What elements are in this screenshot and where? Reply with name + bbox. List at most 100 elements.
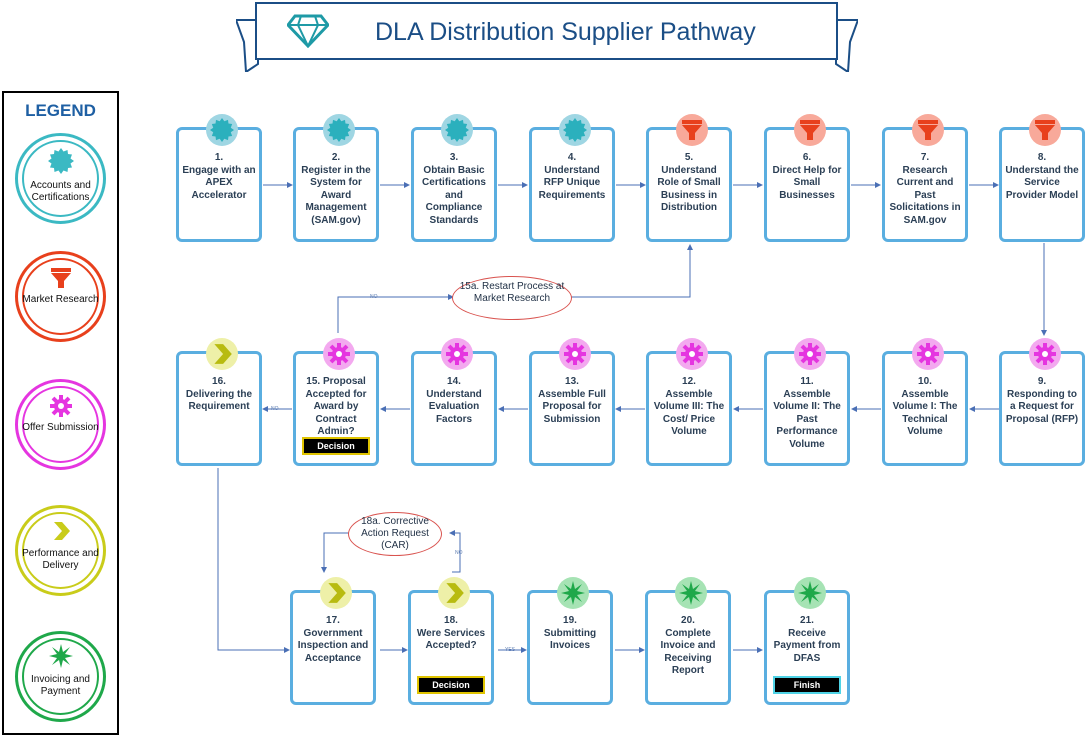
legend-panel: LEGEND Accounts and Certifications Marke… bbox=[2, 91, 119, 735]
step-4[interactable]: 4. Understand RFP Unique Requirements bbox=[529, 114, 615, 242]
connector-18-no-18a bbox=[449, 530, 461, 573]
legend-label: Invoicing and Payment bbox=[31, 674, 90, 697]
step-3[interactable]: 3. Obtain Basic Certifications and Compl… bbox=[411, 114, 497, 242]
chevron-right-icon bbox=[438, 577, 470, 609]
step-18[interactable]: 18. Were Services Accepted? Decision bbox=[408, 577, 494, 705]
legend-item-invoicing: Invoicing and Payment bbox=[15, 631, 106, 722]
legend-label: Performance and Delivery bbox=[22, 548, 99, 571]
step-label: 9. Responding to a Request for Proposal … bbox=[1005, 376, 1079, 425]
note-15a[interactable]: 15a. Restart Process at Market Research bbox=[452, 276, 572, 320]
step-7[interactable]: 7. Research Current and Past Solicitatio… bbox=[882, 114, 968, 242]
step-label: 18. Were Services Accepted? bbox=[416, 615, 486, 651]
connector-16-17 bbox=[217, 468, 290, 653]
note-18a-text: 18a. Corrective Action Request (CAR) bbox=[361, 516, 429, 551]
step-label: 6. Direct Help for Small Businesses bbox=[772, 152, 842, 201]
connector-18a-17 bbox=[321, 532, 356, 573]
note-15a-text: 15a. Restart Process at Market Research bbox=[459, 281, 565, 304]
funnel-icon bbox=[50, 268, 71, 288]
step-label: 1. Engage with an APEX Accelerator bbox=[182, 152, 256, 201]
connector-label-no: NO bbox=[455, 550, 463, 556]
funnel-icon bbox=[1029, 114, 1061, 146]
step-label: 10. Assemble Volume I: The Technical Vol… bbox=[892, 376, 958, 437]
step-15[interactable]: 15. Proposal Accepted for Award by Contr… bbox=[293, 338, 379, 466]
step-label: 17. Government Inspection and Acceptance bbox=[297, 615, 369, 664]
step-8[interactable]: 8. Understand the Service Provider Model bbox=[999, 114, 1085, 242]
legend-item-accounts: Accounts and Certifications bbox=[15, 133, 106, 224]
banner-ribbon bbox=[236, 19, 858, 72]
step-13[interactable]: 13. Assemble Full Proposal for Submissio… bbox=[529, 338, 615, 466]
star-burst-icon bbox=[675, 577, 707, 609]
step-label: 16. Delivering the Requirement bbox=[185, 376, 253, 412]
step-label: 14. Understand Evaluation Factors bbox=[426, 376, 482, 425]
legend-item-market: Market Research bbox=[15, 251, 106, 342]
step-label: 21. Receive Payment from DFAS bbox=[773, 615, 841, 664]
legend-item-offer: Offer Submission bbox=[15, 379, 106, 470]
connector-15a-5 bbox=[570, 244, 693, 298]
note-18a[interactable]: 18a. Corrective Action Request (CAR) bbox=[348, 512, 442, 556]
step-19[interactable]: 19. Submitting Invoices bbox=[527, 577, 613, 705]
step-5[interactable]: 5. Understand Role of Small Business in … bbox=[646, 114, 732, 242]
funnel-icon bbox=[794, 114, 826, 146]
diamond-icon bbox=[287, 14, 329, 48]
legend-item-performance: Performance and Delivery bbox=[15, 505, 106, 596]
gear-icon bbox=[1029, 338, 1061, 370]
step-label: 15. Proposal Accepted for Award by Contr… bbox=[305, 376, 367, 437]
step-label: 8. Understand the Service Provider Model bbox=[1005, 152, 1079, 201]
star-burst-icon bbox=[557, 577, 589, 609]
gear-icon bbox=[912, 338, 944, 370]
step-label: 7. Research Current and Past Solicitatio… bbox=[889, 152, 961, 226]
cert-badge-icon bbox=[206, 114, 238, 146]
step-12[interactable]: 12. Assemble Volume III: The Cost/ Price… bbox=[646, 338, 732, 466]
cert-badge-icon bbox=[559, 114, 591, 146]
connector-label-no: NO bbox=[271, 406, 279, 412]
step-1[interactable]: 1. Engage with an APEX Accelerator bbox=[176, 114, 262, 242]
decision-tag: Decision bbox=[302, 437, 370, 455]
connector-label-no: NO bbox=[370, 294, 378, 300]
connector-label-yes: YES bbox=[505, 647, 516, 653]
cert-badge-icon bbox=[47, 148, 74, 174]
step-10[interactable]: 10. Assemble Volume I: The Technical Vol… bbox=[882, 338, 968, 466]
legend-title: LEGEND bbox=[25, 101, 96, 120]
star-burst-icon bbox=[794, 577, 826, 609]
gear-icon bbox=[49, 395, 72, 417]
step-label: 4. Understand RFP Unique Requirements bbox=[538, 152, 606, 201]
step-label: 12. Assemble Volume III: The Cost/ Price… bbox=[653, 376, 725, 437]
step-11[interactable]: 11. Assemble Volume II: The Past Perform… bbox=[764, 338, 850, 466]
gear-icon bbox=[441, 338, 473, 370]
chevron-right-icon bbox=[320, 577, 352, 609]
gear-icon bbox=[676, 338, 708, 370]
step-label: 3. Obtain Basic Certifications and Compl… bbox=[422, 152, 486, 226]
finish-tag: Finish bbox=[773, 676, 841, 694]
legend-label: Accounts and Certifications bbox=[30, 180, 91, 203]
chevron-right-icon bbox=[53, 522, 70, 540]
step-label: 13. Assemble Full Proposal for Submissio… bbox=[538, 376, 606, 425]
connector-15-no-15a bbox=[337, 294, 454, 333]
decision-tag: Decision bbox=[417, 676, 485, 694]
step-9[interactable]: 9. Responding to a Request for Proposal … bbox=[999, 338, 1085, 466]
step-14[interactable]: 14. Understand Evaluation Factors bbox=[411, 338, 497, 466]
step-20[interactable]: 20. Complete Invoice and Receiving Repor… bbox=[645, 577, 731, 705]
step-16[interactable]: 16. Delivering the Requirement bbox=[176, 338, 262, 466]
gear-icon bbox=[794, 338, 826, 370]
gear-icon bbox=[559, 338, 591, 370]
page-title: DLA Distribution Supplier Pathway bbox=[375, 18, 756, 46]
cert-badge-icon bbox=[323, 114, 355, 146]
title-banner: DLA Distribution Supplier Pathway bbox=[255, 2, 838, 60]
chevron-right-icon bbox=[206, 338, 238, 370]
step-label: 2. Register in the System for Award Mana… bbox=[301, 152, 371, 226]
cert-badge-icon bbox=[441, 114, 473, 146]
step-2[interactable]: 2. Register in the System for Award Mana… bbox=[293, 114, 379, 242]
step-label: 19. Submitting Invoices bbox=[543, 615, 597, 651]
step-17[interactable]: 17. Government Inspection and Acceptance bbox=[290, 577, 376, 705]
step-label: 20. Complete Invoice and Receiving Repor… bbox=[660, 615, 716, 676]
star-burst-icon bbox=[48, 644, 73, 668]
funnel-icon bbox=[676, 114, 708, 146]
gear-icon bbox=[323, 338, 355, 370]
step-21[interactable]: 21. Receive Payment from DFAS Finish bbox=[764, 577, 850, 705]
funnel-icon bbox=[912, 114, 944, 146]
step-6[interactable]: 6. Direct Help for Small Businesses bbox=[764, 114, 850, 242]
step-label: 5. Understand Role of Small Business in … bbox=[657, 152, 721, 213]
legend-label: Offer Submission bbox=[22, 422, 99, 433]
legend-label: Market Research bbox=[22, 294, 99, 305]
